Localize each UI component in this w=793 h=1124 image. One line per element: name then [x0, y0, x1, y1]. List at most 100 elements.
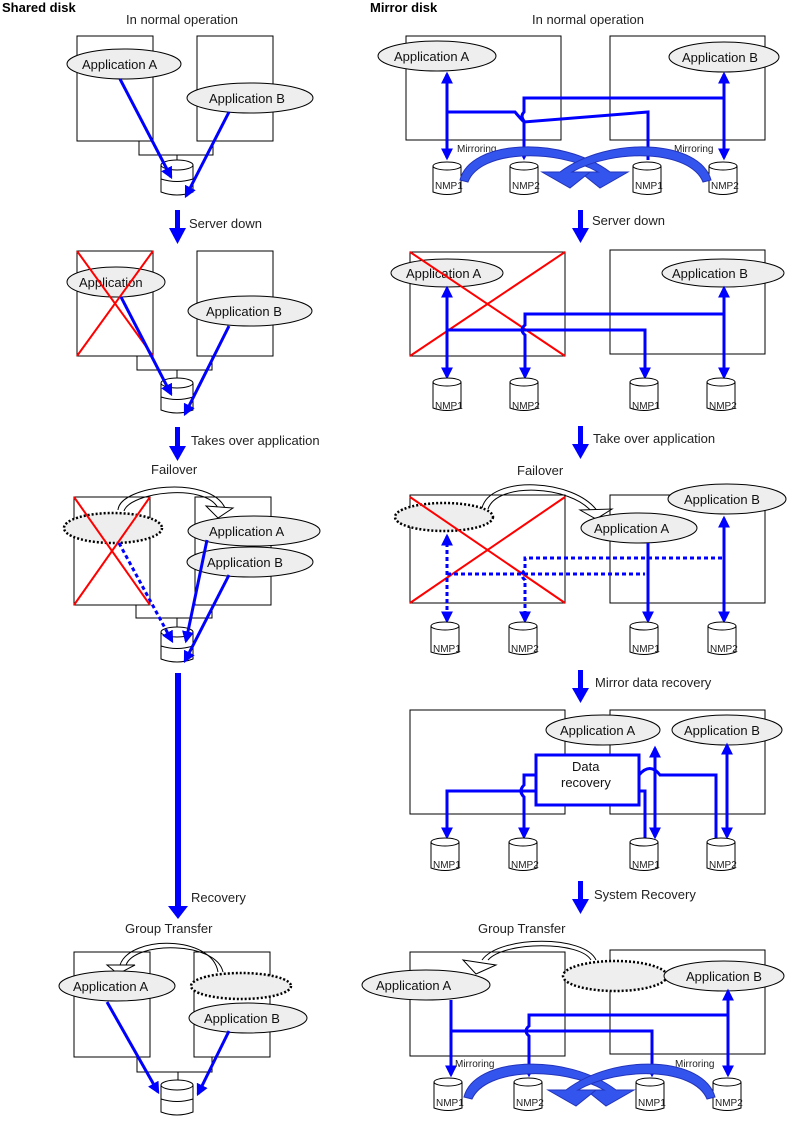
app-b-node	[186, 546, 314, 578]
app-a-node	[66, 266, 166, 298]
app-a-label: Application A	[73, 979, 148, 994]
step-label: Server down	[592, 213, 665, 228]
group-transfer-arrow	[119, 942, 219, 973]
app-a-label: Application A	[376, 978, 451, 993]
svg-text:NMP1: NMP1	[635, 181, 663, 192]
disk-row: NMP1 NMP2 NMP1 NMP2	[433, 1077, 743, 1111]
mirror-stage-normal: In normal operation Application A Applic…	[377, 12, 780, 195]
svg-text:NMP2: NMP2	[709, 401, 737, 412]
down-arrow-icon	[168, 906, 188, 919]
stage-caption: In normal operation	[126, 12, 238, 27]
svg-text:NMP1: NMP1	[632, 401, 660, 412]
io-link-b	[183, 574, 231, 664]
stage-caption: Group Transfer	[478, 921, 566, 936]
app-b-ghost-node	[189, 971, 293, 1001]
io-link-b	[183, 325, 231, 417]
app-a-node	[580, 512, 698, 544]
mirror-stage-failover: Failover Application A Application B NMP…	[393, 463, 787, 655]
stage-caption: Failover	[151, 462, 198, 477]
step-recovery: Recovery	[168, 673, 246, 919]
shared-disk-title: Shared disk	[2, 0, 76, 15]
app-b-node	[188, 1002, 308, 1034]
shared-stage-normal: In normal operation Application A Applic…	[66, 12, 314, 199]
app-b-label: Application B	[207, 555, 283, 570]
svg-text:NMP2: NMP2	[711, 181, 739, 192]
disk-row: NMP1 NMP2 NMP1 NMP2	[432, 161, 739, 195]
app-b-label: Application B	[672, 266, 748, 281]
failover-transfer-arrow	[481, 484, 599, 513]
shared-stage-server-down: Application Application B	[66, 250, 313, 417]
mirroring-arrow-b	[540, 146, 712, 189]
recovery-label: recovery	[561, 775, 611, 790]
mirror-stage-server-down: Application A Application B NMP1 NMP2 NM…	[390, 249, 785, 412]
app-a-node	[66, 48, 182, 80]
app-a-node	[361, 969, 491, 1001]
svg-text:NMP2: NMP2	[709, 860, 737, 871]
recovery-label: Data	[572, 759, 600, 774]
svg-text:NMP1: NMP1	[638, 1098, 666, 1109]
disk-bus	[136, 356, 213, 378]
step-label: Mirror data recovery	[595, 675, 712, 690]
app-b-node	[186, 82, 314, 114]
step-mirror-recovery: Mirror data recovery	[572, 670, 712, 703]
data-recovery-box	[534, 753, 641, 807]
svg-text:NMP2: NMP2	[511, 644, 539, 655]
svg-text:NMP1: NMP1	[632, 644, 660, 655]
io-link-a-inactive	[117, 542, 174, 644]
step-label: System Recovery	[594, 887, 696, 902]
step-label: Server down	[189, 216, 262, 231]
stage-caption: In normal operation	[532, 12, 644, 27]
io-link-b	[184, 111, 231, 199]
app-a-node	[545, 714, 661, 746]
failover-transfer-arrow	[117, 486, 226, 511]
stage-caption: Failover	[517, 463, 564, 478]
svg-text:NMP2: NMP2	[511, 860, 539, 871]
app-a-ghost-node	[561, 959, 669, 993]
mirroring-label: Mirroring	[675, 1059, 714, 1070]
down-arrow-icon	[572, 899, 589, 914]
app-b-label: Application B	[686, 969, 762, 984]
mirror-stage-group-transfer: Group Transfer Application A Application…	[361, 921, 785, 1111]
app-a-node	[187, 515, 321, 547]
shared-stage-group-transfer: Group Transfer Application A Application…	[58, 921, 308, 1116]
mirror-disk-title: Mirror disk	[370, 0, 438, 15]
svg-text:NMP2: NMP2	[715, 1098, 743, 1109]
app-a-ghost-node	[393, 501, 495, 533]
app-b-label: Application B	[684, 723, 760, 738]
svg-text:NMP2: NMP2	[512, 401, 540, 412]
svg-text:NMP1: NMP1	[632, 860, 660, 871]
stage-caption: Group Transfer	[125, 921, 213, 936]
svg-text:NMP1: NMP1	[436, 1098, 464, 1109]
link-b-remote-nmp2	[518, 96, 724, 161]
down-arrow-icon	[572, 688, 589, 703]
svg-text:NMP2: NMP2	[512, 181, 540, 192]
io-link-a	[105, 1001, 160, 1095]
io-link-a	[119, 296, 173, 397]
step-server-down: Server down	[169, 210, 262, 244]
svg-text:NMP1: NMP1	[435, 401, 463, 412]
app-b-node	[187, 295, 313, 327]
app-a-node	[58, 970, 176, 1002]
io-link-a	[118, 78, 173, 180]
down-arrow-icon	[572, 444, 589, 459]
app-b-label: Application B	[682, 50, 758, 65]
step-takeover: Takes over application	[169, 427, 320, 461]
svg-text:NMP1: NMP1	[435, 181, 463, 192]
mirroring-label: Mirroring	[455, 1059, 494, 1070]
app-a-ghost-node	[62, 511, 164, 545]
app-a-label: Application A	[209, 524, 284, 539]
svg-text:NMP2: NMP2	[710, 644, 738, 655]
svg-text:NMP1: NMP1	[433, 644, 461, 655]
down-arrow-icon	[572, 228, 589, 243]
disk-row: NMP1 NMP2 NMP1 NMP2	[430, 837, 737, 871]
group-transfer-arrow	[481, 940, 597, 961]
app-a-label: Application A	[560, 723, 635, 738]
step-server-down: Server down	[572, 210, 665, 243]
step-label: Takes over application	[191, 433, 320, 448]
app-b-label: Application B	[206, 304, 282, 319]
down-arrow-icon	[169, 446, 186, 461]
mirroring-arrow-a	[463, 1063, 636, 1107]
app-a-node	[377, 40, 497, 72]
step-system-recovery: System Recovery	[572, 881, 696, 914]
io-link-b	[196, 1030, 231, 1097]
